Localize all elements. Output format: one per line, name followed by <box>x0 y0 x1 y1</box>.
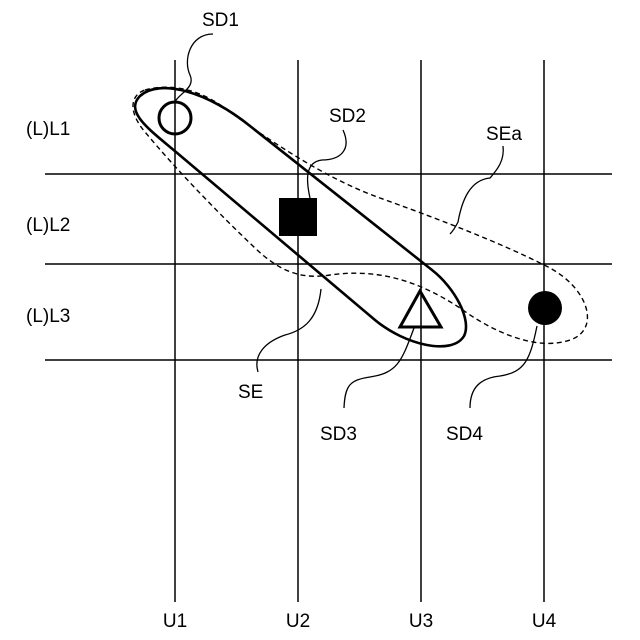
column-label-u4: U4 <box>532 611 557 632</box>
column-label-u3: U3 <box>409 611 433 632</box>
leader-sd4 <box>470 326 537 408</box>
leader-sd1 <box>175 34 213 102</box>
row-grid-lines <box>45 174 612 360</box>
label-sd2: SD2 <box>329 106 366 127</box>
marker-sd4-filled-circle <box>528 291 562 325</box>
label-sd4: SD4 <box>446 424 483 445</box>
row-label-l3: (L)L3 <box>26 306 70 327</box>
leader-sd3 <box>344 328 414 408</box>
leader-lines <box>175 34 537 408</box>
label-sd1: SD1 <box>202 10 239 31</box>
row-label-l2: (L)L2 <box>26 215 70 236</box>
label-sea: SEa <box>486 124 522 145</box>
column-label-u1: U1 <box>163 611 187 632</box>
column-label-u2: U2 <box>286 611 310 632</box>
row-label-l1: (L)L1 <box>26 119 70 140</box>
label-se: SE <box>238 382 263 403</box>
marker-sd2-filled-square <box>279 198 317 236</box>
label-sd3: SD3 <box>320 424 357 445</box>
leader-sea <box>450 146 503 234</box>
